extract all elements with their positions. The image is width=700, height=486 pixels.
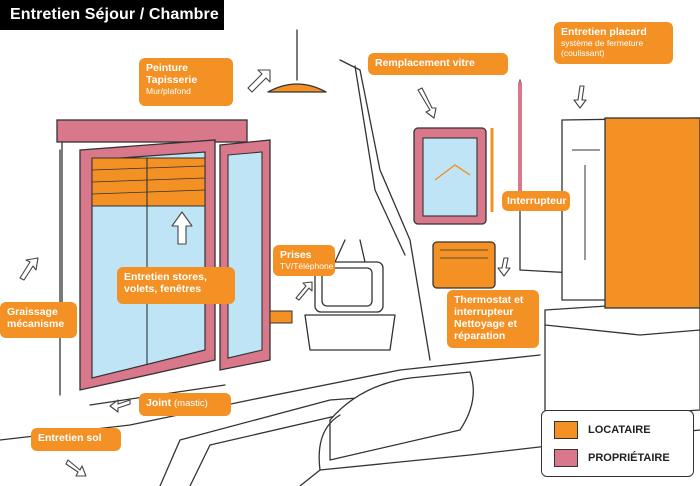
label-placard: Entretien placard système de fermeture (… — [554, 22, 673, 64]
arrow-joint — [109, 399, 131, 413]
label-stores: Entretien stores, volets, fenêtres — [117, 267, 235, 304]
label-prises: Prises TV/Téléphone — [273, 245, 335, 276]
prises-title: Prises — [280, 249, 312, 261]
armchair — [329, 371, 474, 461]
thermostat-line1: Thermostat et — [454, 294, 524, 306]
ceiling-lamp — [267, 83, 327, 93]
arrow-vitre — [417, 87, 437, 119]
legend-item-proprietaire: PROPRIÉTAIRE — [554, 448, 670, 468]
wall-window — [413, 127, 494, 225]
graissage-line1: Graissage — [7, 306, 58, 318]
joint-main: Joint — [146, 397, 172, 409]
interrupteur-text: Interrupteur — [507, 195, 567, 207]
arrow-placard — [573, 85, 587, 109]
patio-window — [56, 119, 271, 391]
placard-sub1: système de fermeture — [561, 38, 644, 48]
page-title: Entretien Séjour / Chambre — [0, 0, 224, 30]
prises-sub: TV/Téléphone — [280, 261, 334, 271]
legend-swatch-proprietaire — [554, 449, 578, 467]
label-joint: Joint (mastic) — [139, 393, 231, 416]
thermostat-line3: Nettoyage et — [454, 318, 518, 330]
arrow-prises — [295, 281, 313, 301]
stores-line1: Entretien stores, — [124, 271, 207, 283]
label-sol: Entretien sol — [31, 428, 121, 451]
wall-corner — [339, 59, 431, 361]
wall-socket — [269, 310, 293, 324]
arrow-thermostat — [497, 257, 511, 277]
placard-sub2: (coulissant) — [561, 48, 605, 58]
label-vitre: Remplacement vitre — [368, 53, 508, 75]
legend: LOCATAIRE PROPRIÉTAIRE — [541, 410, 694, 477]
thermostat-line2: interrupteur — [454, 306, 514, 318]
placard-title: Entretien placard — [561, 26, 647, 38]
label-thermostat: Thermostat et interrupteur Nettoyage et … — [447, 290, 539, 348]
joint-detail: (mastic) — [174, 398, 208, 409]
peinture-sub: Mur/plafond — [146, 86, 191, 96]
peinture-line2: Tapisserie — [146, 74, 198, 86]
arrow-graissage — [19, 257, 39, 281]
bed — [544, 299, 700, 421]
arrow-sol — [65, 459, 87, 477]
thermostat-line4: réparation — [454, 330, 506, 342]
radiator — [432, 241, 496, 289]
peinture-line1: Peinture — [146, 62, 189, 74]
closet — [561, 117, 700, 309]
label-peinture: Peinture Tapisserie Mur/plafond — [139, 58, 233, 106]
legend-label-locataire: LOCATAIRE — [588, 424, 651, 436]
stores-line2: volets, fenêtres — [124, 283, 202, 295]
legend-label-proprietaire: PROPRIÉTAIRE — [588, 452, 670, 464]
vitre-text: Remplacement vitre — [375, 57, 475, 69]
sol-text: Entretien sol — [38, 432, 102, 444]
arrow-peinture — [247, 69, 271, 93]
label-interrupteur: Interrupteur — [502, 191, 570, 211]
graissage-line2: mécanisme — [7, 318, 65, 330]
legend-item-locataire: LOCATAIRE — [554, 420, 651, 440]
up-arrow — [171, 211, 193, 245]
legend-swatch-locataire — [554, 421, 578, 439]
label-graissage: Graissage mécanisme — [0, 302, 77, 338]
